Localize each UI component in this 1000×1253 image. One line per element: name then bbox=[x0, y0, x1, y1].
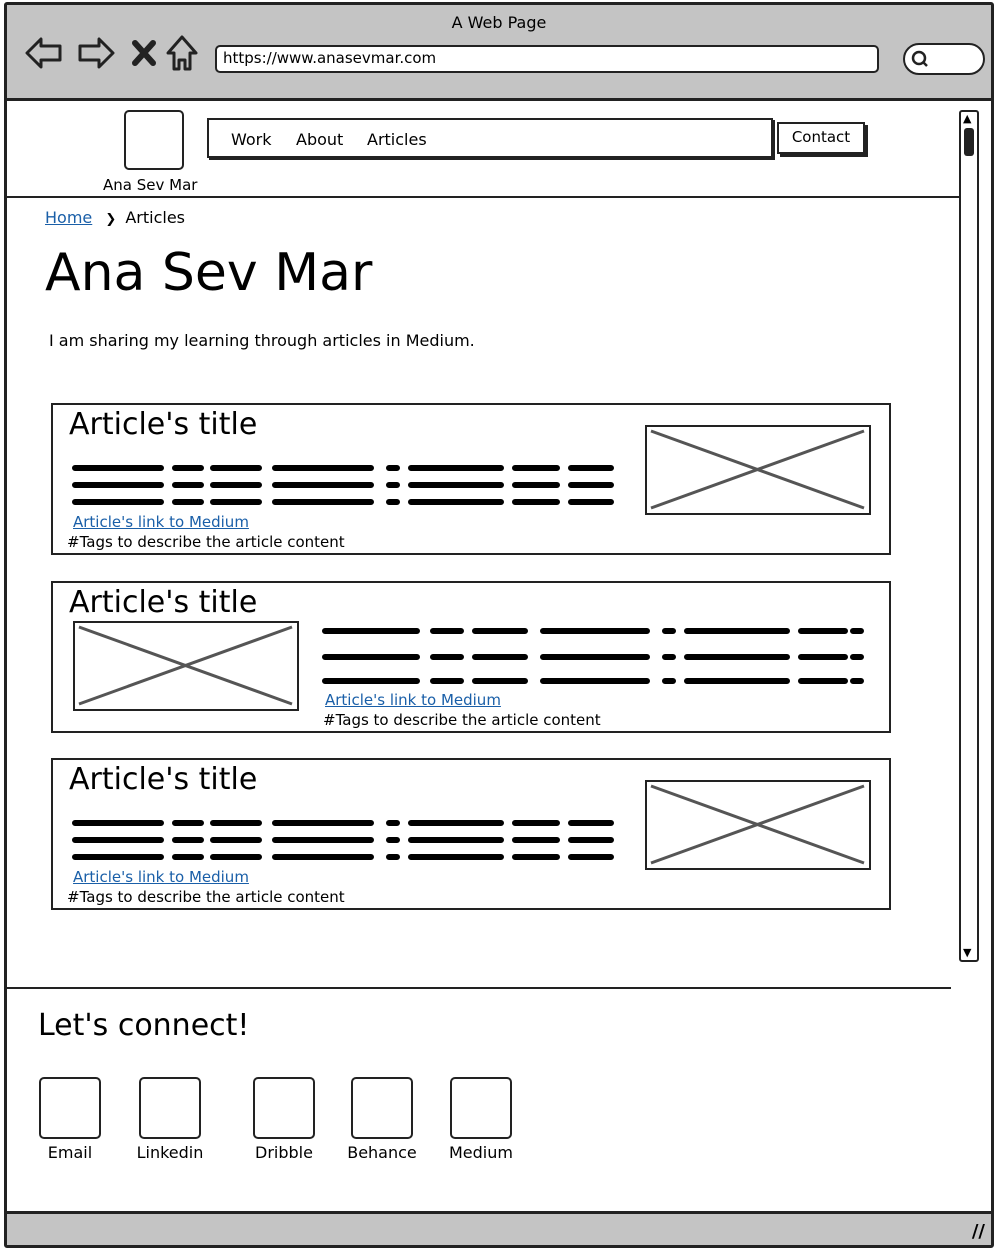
search-field[interactable] bbox=[903, 43, 985, 75]
contact-button[interactable]: Contact bbox=[777, 122, 865, 154]
scroll-thumb[interactable] bbox=[964, 128, 974, 156]
logo-label: Ana Sev Mar bbox=[103, 176, 198, 194]
vertical-scrollbar[interactable]: ▲ ▼ bbox=[959, 110, 979, 962]
header-divider bbox=[7, 196, 959, 198]
article-medium-link[interactable]: Article's link to Medium bbox=[325, 691, 501, 709]
article-tags: #Tags to describe the article content bbox=[67, 533, 345, 551]
placeholder-text-scribble bbox=[322, 628, 864, 684]
article-tags: #Tags to describe the article content bbox=[67, 888, 345, 906]
breadcrumb-home-link[interactable]: Home bbox=[45, 208, 93, 227]
article-title: Article's title bbox=[69, 762, 258, 797]
url-bar[interactable]: https://www.anasevmar.com bbox=[215, 45, 879, 73]
article-card: Article's title Article's link to Medium… bbox=[51, 581, 891, 733]
window-title: A Web Page bbox=[451, 13, 547, 32]
medium-icon[interactable] bbox=[450, 1077, 512, 1139]
footer-divider bbox=[7, 987, 951, 989]
email-icon[interactable] bbox=[39, 1077, 101, 1139]
home-icon[interactable] bbox=[165, 33, 199, 73]
dribbble-icon[interactable] bbox=[253, 1077, 315, 1139]
linkedin-icon[interactable] bbox=[139, 1077, 201, 1139]
article-image-placeholder bbox=[645, 425, 871, 515]
social-label-behance: Behance bbox=[347, 1143, 417, 1162]
article-card: Article's title Article's link to Medium… bbox=[51, 403, 891, 555]
breadcrumb-current: Articles bbox=[125, 208, 186, 227]
article-image-placeholder bbox=[645, 780, 871, 870]
search-icon bbox=[911, 50, 928, 67]
article-image-placeholder bbox=[73, 621, 299, 711]
social-label-email: Email bbox=[47, 1143, 93, 1162]
nav-item-about[interactable]: About bbox=[296, 130, 344, 149]
status-bar: // bbox=[7, 1211, 991, 1245]
browser-window: A Web Page https://www.anasevmar.com Ana… bbox=[4, 2, 994, 1248]
intro-text: I am sharing my learning through article… bbox=[49, 331, 475, 350]
forward-arrow-icon[interactable] bbox=[77, 35, 115, 71]
scroll-down-icon[interactable]: ▼ bbox=[963, 946, 972, 959]
social-label-medium: Medium bbox=[449, 1143, 513, 1162]
article-medium-link[interactable]: Article's link to Medium bbox=[73, 513, 249, 531]
scroll-up-icon[interactable]: ▲ bbox=[963, 112, 972, 125]
page-title: Ana Sev Mar bbox=[45, 243, 373, 303]
main-nav: Work About Articles bbox=[207, 118, 773, 158]
chevron-right-icon: ❯ bbox=[105, 212, 117, 227]
article-title: Article's title bbox=[69, 407, 258, 442]
footer-title: Let's connect! bbox=[38, 1008, 250, 1043]
social-label-linkedin: Linkedin bbox=[136, 1143, 204, 1162]
back-arrow-icon[interactable] bbox=[25, 35, 63, 71]
logo-placeholder[interactable] bbox=[124, 110, 184, 170]
placeholder-text-scribble bbox=[72, 465, 614, 505]
article-title: Article's title bbox=[69, 585, 258, 620]
article-card: Article's title Article's link to Medium… bbox=[51, 758, 891, 910]
social-label-dribbble: Dribble bbox=[255, 1143, 313, 1162]
browser-toolbar: A Web Page https://www.anasevmar.com bbox=[7, 5, 991, 101]
resize-grip-icon[interactable]: // bbox=[971, 1221, 985, 1242]
behance-icon[interactable] bbox=[351, 1077, 413, 1139]
placeholder-text-scribble bbox=[72, 820, 614, 860]
article-medium-link[interactable]: Article's link to Medium bbox=[73, 868, 249, 886]
article-tags: #Tags to describe the article content bbox=[323, 711, 601, 729]
breadcrumb: Home ❯ Articles bbox=[45, 208, 185, 227]
nav-item-articles[interactable]: Articles bbox=[367, 130, 427, 149]
close-x-icon[interactable] bbox=[131, 39, 157, 67]
nav-item-work[interactable]: Work bbox=[231, 130, 272, 149]
